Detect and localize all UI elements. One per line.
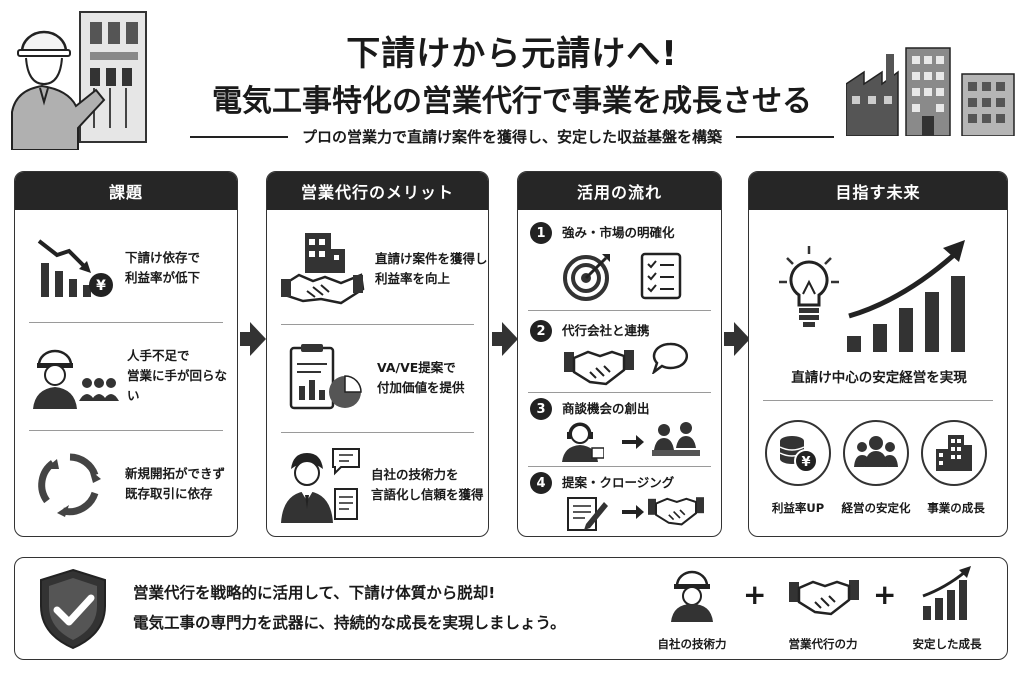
arrow-right-icon <box>734 322 750 356</box>
arrow-right-icon <box>622 504 644 523</box>
plus-icon: + <box>743 578 767 611</box>
step-label: 提案・クロージング <box>562 475 675 490</box>
coins-yen-icon: ¥ <box>765 420 831 486</box>
building-handshake-icon <box>281 229 365 309</box>
declining-chart-yen-icon: ¥ <box>35 233 115 303</box>
future-badge: ¥ 利益率UP <box>765 420 835 516</box>
buildings-icon <box>921 420 987 486</box>
challenge-text-line2: 営業に手が回らない <box>127 368 228 403</box>
challenge-item: ¥ 下請け依存で 利益率が低下 <box>15 220 237 316</box>
subtitle-rule-left <box>190 135 288 138</box>
step-number: 2 <box>530 320 552 342</box>
formula-label: 営業代行の力 <box>788 637 858 651</box>
future-headline: 直請け中心の安定経営を実現 <box>791 370 967 386</box>
arrow-right-icon <box>502 322 518 356</box>
plus-icon: + <box>873 578 897 611</box>
document-pen-icon <box>566 494 610 536</box>
lightbulb-icon <box>779 244 839 336</box>
page-title-main: 電気工事特化の営業代行で事業を成長させる <box>212 84 812 119</box>
challenge-text-line2: 既存取引に依存 <box>125 486 213 501</box>
step-number: 3 <box>530 398 552 420</box>
arrow-shaft <box>492 332 504 346</box>
challenge-item: 新規開拓ができず 既存取引に依存 <box>15 436 237 532</box>
handshake-icon <box>789 574 873 622</box>
future-badge-label: 利益率UP <box>771 501 825 515</box>
merit-item: VA/VE提案で 付加価値を提供 <box>267 330 488 426</box>
future-badge-label: 経営の安定化 <box>841 501 911 515</box>
future-card-title: 目指す未来 <box>749 172 1007 210</box>
challenge-card: 課題 ¥ 下請け依存で 利益率が低下 <box>14 171 238 537</box>
handshake-icon <box>648 494 704 530</box>
flow-card: 活用の流れ 1 強み・市場の明確化 2 代行会社と連携 <box>517 171 722 537</box>
flow-step-3: 3 商談機会の創出 <box>530 398 715 464</box>
merit-item: 直請け案件を獲得し 利益率を向上 <box>267 220 488 318</box>
step-label: 代行会社と連携 <box>562 323 650 338</box>
future-badge: 経営の安定化 <box>842 420 913 516</box>
electrician-illustration <box>10 8 150 151</box>
target-icon <box>562 252 612 306</box>
merit-text-line1: 直請け案件を獲得し <box>375 251 488 266</box>
step-label: 商談機会の創出 <box>562 401 650 416</box>
merit-text-line2: 付加価値を提供 <box>377 380 465 395</box>
formula-label: 自社の技術力 <box>657 637 727 651</box>
checklist-icon <box>640 252 684 304</box>
formula-item: 自社の技術力 <box>647 566 737 652</box>
page-subtitle: プロの営業力で直請け案件を獲得し、安定した収益基盤を構築 <box>190 126 835 147</box>
team-icon <box>843 420 909 486</box>
future-badge-label: 事業の成長 <box>927 501 985 515</box>
summary-line1: 営業代行を戦略的に活用して、下請け体質から脱却! <box>133 584 496 602</box>
step-label: 強み・市場の明確化 <box>562 225 675 240</box>
merit-card-title: 営業代行のメリット <box>267 172 488 210</box>
merit-text-line1: VA/VE提案で <box>377 360 456 375</box>
merit-text-line2: 言語化し信頼を獲得 <box>371 487 484 502</box>
future-badge: 事業の成長 <box>921 420 991 516</box>
arrow-right-icon <box>250 322 266 356</box>
growth-chart-icon <box>843 238 973 360</box>
worker-shortage-icon <box>29 341 121 411</box>
summary-line2: 電気工事の専門力を武器に、持続的な成長を実現しましょう。 <box>133 614 566 632</box>
worker-helmet-icon <box>669 566 737 626</box>
svg-text:¥: ¥ <box>96 278 106 294</box>
challenge-text-line1: 新規開拓ができず <box>125 466 226 481</box>
page-title: 下請けから元請けへ! <box>346 34 678 74</box>
merit-text-line1: 自社の技術力を <box>371 467 459 482</box>
handshake-icon <box>564 346 634 390</box>
yen-symbol: ¥ <box>801 455 810 470</box>
challenge-text-line1: 人手不足で <box>127 348 190 363</box>
flow-step-1: 1 強み・市場の明確化 <box>530 222 715 306</box>
businessman-speech-icon <box>279 445 363 525</box>
summary-panel: 営業代行を戦略的に活用して、下請け体質から脱却! 電気工事の専門力を武器に、持続… <box>14 557 1008 660</box>
challenge-item: 人手不足で 営業に手が回らない <box>15 328 237 424</box>
cycle-arrows-icon <box>35 449 105 519</box>
formula-label: 安定した成長 <box>912 637 982 651</box>
factory-buildings-illustration <box>845 44 1016 137</box>
flow-step-4: 4 提案・クロージング <box>530 472 715 534</box>
operator-headset-icon <box>562 422 605 466</box>
shield-check-icon <box>37 568 109 654</box>
speech-bubble-icon <box>651 342 689 378</box>
merit-card: 営業代行のメリット 直請け案件を獲得し 利益率を向上 <box>266 171 489 537</box>
step-number: 1 <box>530 222 552 244</box>
subtitle-rule-right <box>736 135 835 138</box>
growth-chart-icon <box>919 566 995 626</box>
challenge-text-line2: 利益率が低下 <box>125 270 201 285</box>
merit-item: 自社の技術力を 言語化し信頼を獲得 <box>267 438 488 532</box>
arrow-shaft <box>240 332 252 346</box>
challenge-card-title: 課題 <box>15 172 237 210</box>
meeting-people-icon <box>652 420 700 464</box>
merit-text-line2: 利益率を向上 <box>375 271 451 286</box>
formula-item: 安定した成長 <box>899 566 995 652</box>
subtitle-text: プロの営業力で直請け案件を獲得し、安定した収益基盤を構築 <box>302 128 723 146</box>
future-card: 目指す未来 直請け中心の安定経営を実現 ¥ 利益率UP <box>748 171 1008 537</box>
step-number: 4 <box>530 472 552 494</box>
clipboard-chart-icon <box>287 342 365 414</box>
flow-step-2: 2 代行会社と連携 <box>530 320 715 388</box>
arrow-right-icon <box>622 434 644 453</box>
arrow-shaft <box>724 332 736 346</box>
formula-item: 営業代行の力 <box>773 566 873 652</box>
challenge-text-line1: 下請け依存で <box>125 250 201 265</box>
flow-card-title: 活用の流れ <box>518 172 721 210</box>
